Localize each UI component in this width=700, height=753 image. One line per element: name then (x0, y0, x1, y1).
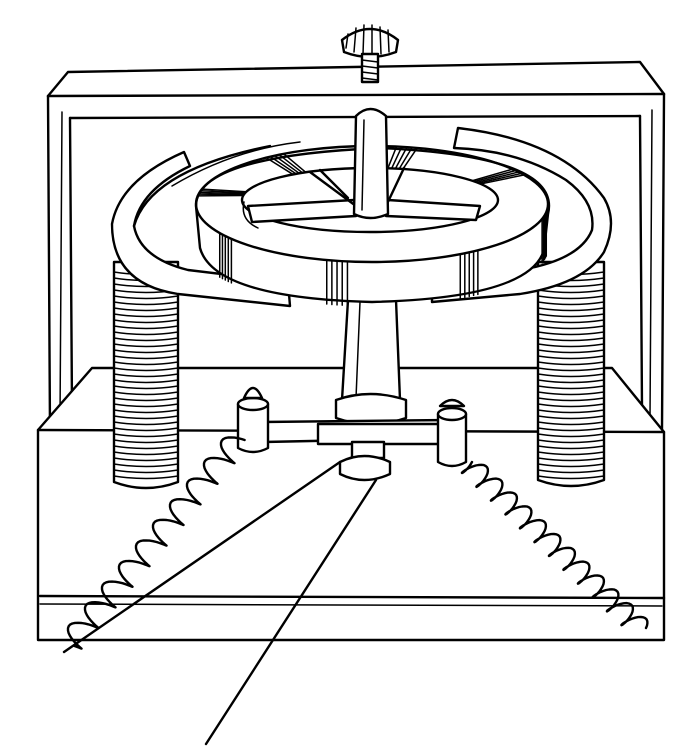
binding-post-right (436, 398, 468, 468)
rotor-winding-stripe (274, 154, 301, 175)
right-stator-coil (536, 260, 606, 488)
coil-turn (113, 373, 179, 378)
coil-turn (537, 439, 605, 444)
rotor-winding-stripe (475, 171, 520, 184)
rotor-winding-stripe (402, 147, 418, 170)
coil-turn (113, 337, 179, 342)
coil-turn (537, 331, 605, 336)
coil-turn (537, 373, 605, 378)
coil-turn (113, 325, 179, 330)
coil-turn (537, 367, 605, 372)
coil-turn (537, 409, 605, 414)
rotor-winding-stripe (199, 190, 247, 194)
coil-turn (537, 355, 605, 360)
rotor-winding-stripe (265, 156, 294, 176)
coil-turn (113, 343, 179, 348)
coiled-lead-right (460, 460, 649, 630)
coil-turn (113, 361, 179, 366)
rotor-spokes (246, 166, 482, 224)
coil-turn (113, 415, 179, 420)
coil-turn (537, 475, 605, 480)
coil-turn (113, 427, 179, 432)
rotor-winding-stripe (278, 153, 304, 174)
coil-turn (537, 469, 605, 474)
coil-turn (113, 367, 179, 372)
rotor-winding-stripe (201, 188, 248, 193)
coil-turn (537, 427, 605, 432)
coil-turn (537, 445, 605, 450)
coil-turn (537, 295, 605, 300)
coil-turn (537, 289, 605, 294)
rotor-winding-stripe (269, 155, 297, 175)
left-stator-coil (112, 260, 180, 490)
coil-turn (113, 403, 179, 408)
coil-turn (113, 421, 179, 426)
coil-turn (113, 301, 179, 306)
central-column (334, 298, 408, 426)
rotor-winding-stripe (479, 174, 526, 185)
adjusting-knob (340, 24, 400, 84)
coil-turn (113, 319, 179, 324)
coil-turn (537, 385, 605, 390)
coil-turn (113, 379, 179, 384)
coil-turn (537, 403, 605, 408)
rotor-winding-stripe (390, 146, 403, 170)
rotor-winding-stripe (198, 191, 246, 195)
upper-shaft (352, 107, 390, 220)
coil-turn (113, 463, 179, 468)
coil-turn (537, 379, 605, 384)
crossbar (260, 418, 454, 446)
coil-turn (113, 307, 179, 312)
coil-turn (537, 301, 605, 306)
coil-turn (113, 439, 179, 444)
coil-turn (537, 343, 605, 348)
rotor-winding-stripe (473, 169, 517, 183)
coil-turn (537, 319, 605, 324)
coil-turn (113, 445, 179, 450)
coil-turn (113, 469, 179, 474)
lead-wires (62, 460, 378, 746)
coil-turn (537, 325, 605, 330)
coil-turn (537, 421, 605, 426)
rotor-winding-stripe (387, 145, 398, 170)
rotor-winding-stripe (471, 168, 514, 182)
coil-turn (113, 475, 179, 480)
coil-turn (537, 457, 605, 462)
rotor-winding-stripe (282, 153, 307, 174)
coil-turn (113, 313, 179, 318)
coil-turn (537, 433, 605, 438)
coil-turn (113, 295, 179, 300)
coil-turn (537, 451, 605, 456)
coil-turn (537, 313, 605, 318)
coil-turn (537, 337, 605, 342)
coil-turn (113, 355, 179, 360)
coil-turn (113, 457, 179, 462)
coil-turn (537, 415, 605, 420)
coil-turn (537, 307, 605, 312)
rotor-winding-stripe (478, 172, 523, 184)
coil-turn (113, 391, 179, 396)
coil-turn (113, 397, 179, 402)
coil-turn (113, 409, 179, 414)
coil-turn (537, 463, 605, 468)
stator-pole-ring (110, 126, 613, 308)
coil-turn (113, 433, 179, 438)
coil-turn (113, 349, 179, 354)
coil-turn (537, 391, 605, 396)
rotor-winding-stripe (398, 146, 413, 170)
coil-turn (537, 361, 605, 366)
coil-turn (113, 331, 179, 336)
lower-bearing (338, 440, 392, 482)
coiled-lead-left (66, 436, 246, 650)
rotor-winding-stripe (394, 146, 408, 170)
coil-turn (113, 385, 179, 390)
coil-turn (537, 349, 605, 354)
coil-turn (113, 451, 179, 456)
coil-turn (537, 397, 605, 402)
